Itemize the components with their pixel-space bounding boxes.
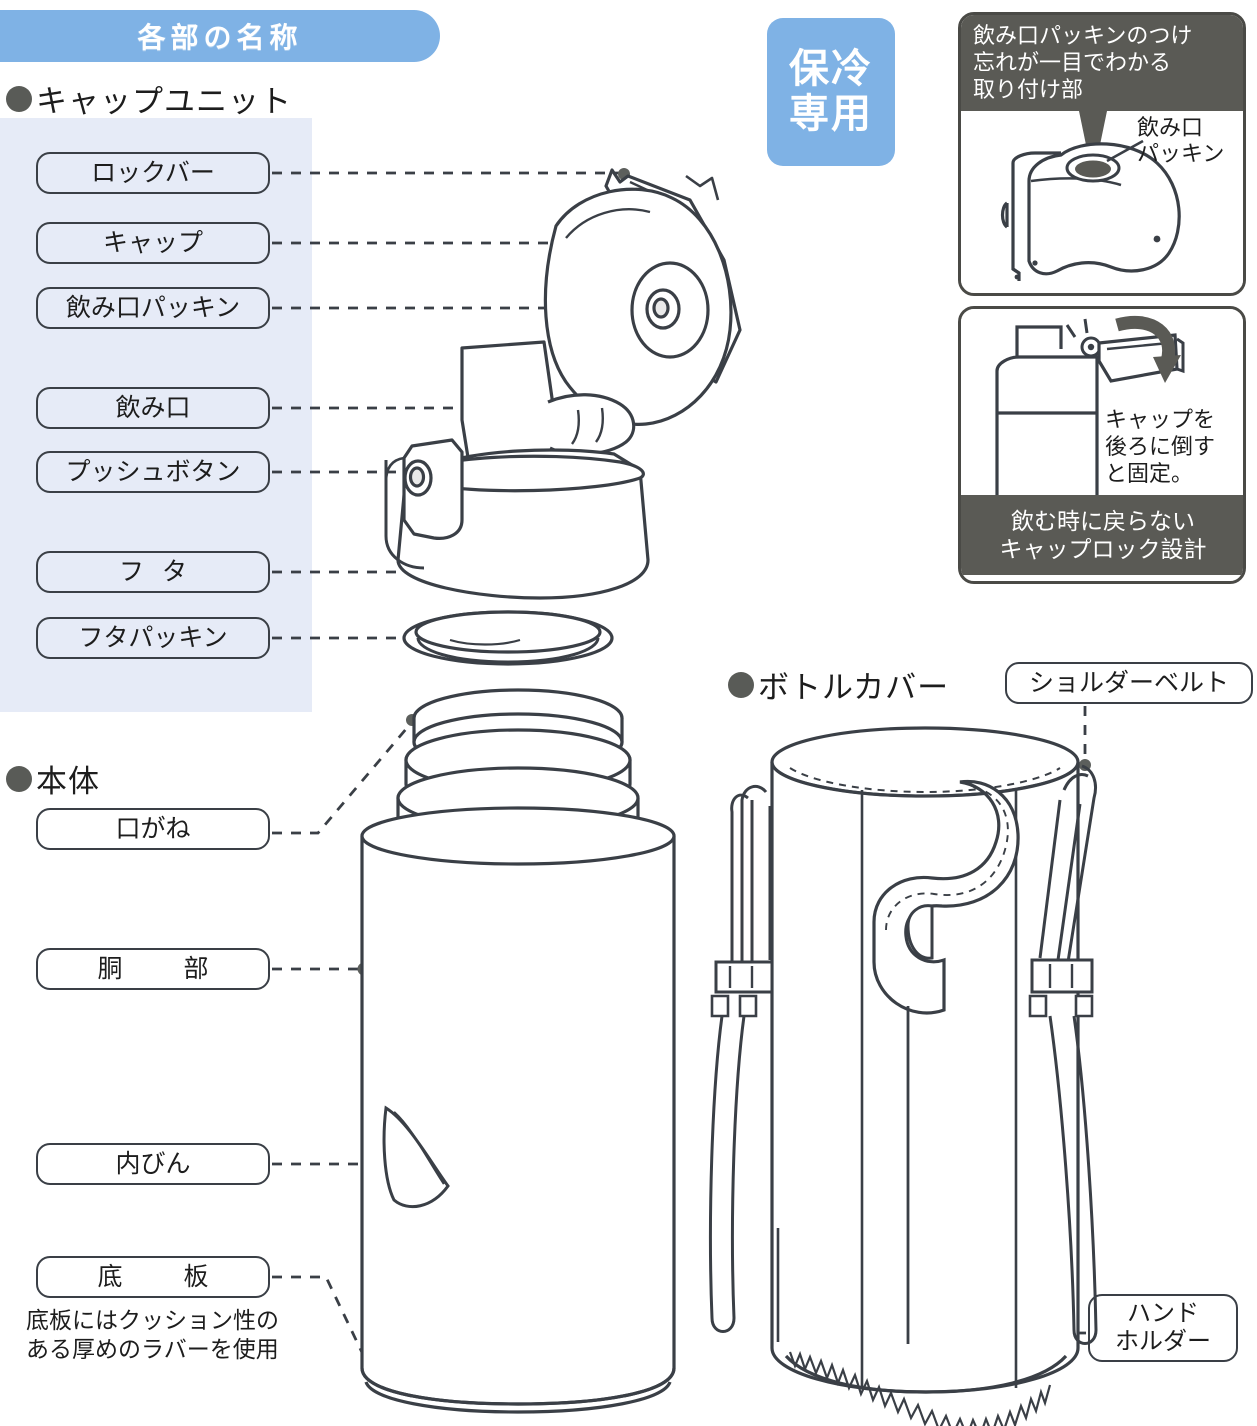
page-title: 各部の名称: [137, 22, 303, 53]
label-lid-packing-text: フタパッキン: [78, 623, 228, 652]
section-heading-body: 本体: [6, 756, 100, 801]
info-panel-packing-check-header-line1: 飲み口パッキンのつけ: [973, 23, 1193, 48]
bullet-icon: [6, 765, 32, 792]
bottom-plate-note: 底板にはクッション性の ある厚めのラバーを使用: [26, 1306, 326, 1365]
info-panel-packing-callout: 飲み口 パッキン: [1137, 115, 1224, 168]
label-inner-bottle[interactable]: 内びん: [36, 1143, 270, 1185]
label-lid[interactable]: フタ: [36, 551, 270, 593]
info-panel-packing-check-header-line3: 取り付け部: [973, 76, 1084, 102]
label-shoulder-belt[interactable]: ショルダーベルト: [1005, 662, 1253, 704]
bottom-plate-note-line1: 底板にはクッション性の: [26, 1307, 279, 1333]
info-panel-packing-check-header-line2: 忘れが一目でわかる: [973, 49, 1172, 75]
label-push-button[interactable]: プッシュボタン: [36, 451, 270, 493]
info-panel-cap-lock-caption-line1: キャップを: [1105, 407, 1216, 432]
label-lid-text: フタ: [118, 557, 205, 586]
info-panel-cap-lock-footer-line1: 飲む時に戻らない: [1011, 508, 1195, 534]
label-spout-text: 飲み口: [115, 393, 191, 422]
label-spout-packing-text: 飲み口パッキン: [65, 293, 241, 322]
label-cap[interactable]: キャップ: [36, 222, 270, 264]
label-barrel-text: 胴 部: [97, 954, 227, 983]
page-title-banner: 各部の名称: [0, 10, 440, 62]
label-mouth-ring[interactable]: 口がね: [36, 808, 270, 850]
cooling-only-badge-line2: 専用: [789, 92, 873, 136]
section-heading-cap-unit: キャップユニット: [6, 76, 292, 121]
label-bottom-plate[interactable]: 底 板: [36, 1256, 270, 1298]
bottom-plate-note-line2: ある厚めのラバーを使用: [26, 1336, 279, 1363]
info-panel-packing-check-illustration: 飲み口 パッキン: [961, 111, 1243, 287]
info-panel-packing-callout-line2: パッキン: [1137, 141, 1225, 167]
label-cap-text: キャップ: [102, 228, 203, 257]
label-shoulder-belt-text: ショルダーベルト: [1028, 668, 1229, 697]
info-panel-cap-lock-illustration: キャップを 後ろに倒す と固定。: [961, 309, 1243, 495]
bullet-icon: [728, 671, 754, 698]
info-panel-cap-lock-footer-line2: キャップロック設計: [999, 536, 1207, 563]
section-heading-bottle-cover-label: ボトルカバー: [758, 670, 950, 705]
label-push-button-text: プッシュボタン: [65, 457, 241, 486]
label-lock-bar-text: ロックバー: [91, 158, 215, 187]
info-panel-packing-callout-line1: 飲み口: [1137, 115, 1204, 140]
label-spout-packing[interactable]: 飲み口パッキン: [36, 287, 270, 329]
section-heading-body-label: 本体: [36, 764, 100, 799]
label-inner-bottle-text: 内びん: [115, 1149, 191, 1178]
section-heading-bottle-cover: ボトルカバー: [728, 662, 949, 707]
info-panel-cap-lock: キャップを 後ろに倒す と固定。 飲む時に戻らない キャップロック設計: [958, 306, 1246, 584]
info-panel-packing-check: 飲み口パッキンのつけ 忘れが一目でわかる 取り付け部: [958, 12, 1246, 296]
label-barrel[interactable]: 胴 部: [36, 948, 270, 990]
section-heading-cap-unit-label: キャップユニット: [36, 84, 292, 119]
label-mouth-ring-text: 口がね: [115, 814, 191, 843]
info-panel-packing-check-header: 飲み口パッキンのつけ 忘れが一目でわかる 取り付け部: [961, 15, 1243, 111]
label-hand-holder-line2: ホルダー: [1115, 1328, 1211, 1355]
cooling-only-badge-line1: 保冷: [789, 47, 873, 92]
info-panel-cap-lock-caption-line3: と固定。: [1105, 460, 1194, 486]
cooling-only-badge: 保冷 専用: [767, 18, 895, 166]
info-panel-cap-lock-caption: キャップを 後ろに倒す と固定。: [1105, 407, 1215, 487]
label-bottom-plate-text: 底 板: [97, 1262, 227, 1291]
bullet-icon: [6, 85, 32, 112]
label-spout[interactable]: 飲み口: [36, 387, 270, 429]
label-hand-holder-line1: ハンド: [1127, 1299, 1199, 1327]
label-lid-packing[interactable]: フタパッキン: [36, 617, 270, 659]
label-hand-holder[interactable]: ハンド ホルダー: [1088, 1294, 1238, 1362]
label-lock-bar[interactable]: ロックバー: [36, 152, 270, 194]
info-panel-cap-lock-caption-line2: 後ろに倒す: [1105, 433, 1216, 459]
info-panel-cap-lock-footer: 飲む時に戻らない キャップロック設計: [961, 495, 1243, 575]
